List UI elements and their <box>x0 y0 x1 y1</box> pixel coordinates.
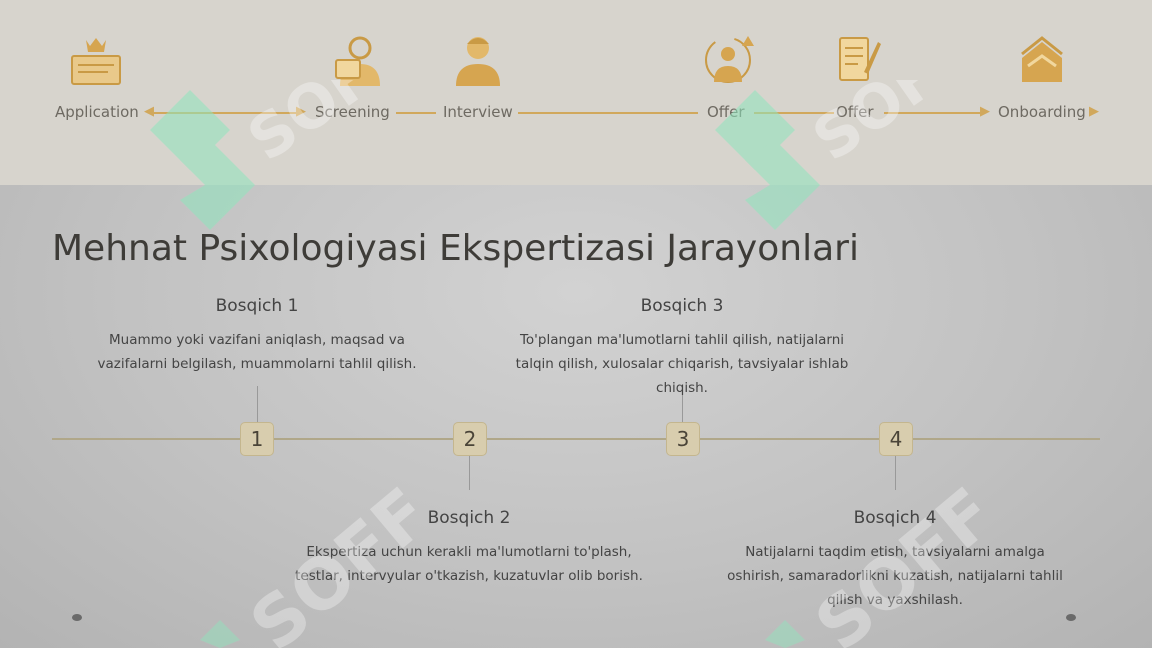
step-1-desc-line: vazifalarni belgilash, muammolarni tahli… <box>97 356 417 372</box>
step-4-desc-line: Natijalarni taqdim etish, tavsiyalarni a… <box>745 544 1045 560</box>
banner-label-application: Application <box>55 103 139 121</box>
step-2-desc-line: testlar, intervyular o'tkazish, kuzatuvl… <box>295 568 643 584</box>
arrow-right-icon: ▶ <box>296 104 306 119</box>
arrow-right-icon: ▶ <box>1089 104 1099 119</box>
step-4-desc-line: oshirish, samaradorlikni kuzatish, natij… <box>727 568 1063 584</box>
screening-person-icon <box>335 36 380 86</box>
step-1-node: 1 <box>240 422 274 456</box>
arrow-left-icon: ◀ <box>144 104 154 119</box>
banner-label-interview: Interview <box>443 103 513 121</box>
step-2-desc-line: Ekspertiza uchun kerakli ma'lumotlarni t… <box>306 544 632 560</box>
step-1-title: Bosqich 1 <box>215 296 299 316</box>
process-banner: ◀ ▶ ▶ ▶ Application Screening Interview … <box>0 0 1152 185</box>
step-3-desc-line: talqin qilish, xulosalar chiqarish, tavs… <box>515 356 849 372</box>
banner-connector <box>150 112 300 114</box>
offer-document-icon <box>839 37 881 81</box>
banner-connector <box>518 112 698 114</box>
step-4-connector <box>895 456 896 490</box>
step-1-connector <box>257 386 258 422</box>
arrow-right-icon: ▶ <box>980 104 990 119</box>
banner-connector <box>884 112 984 114</box>
step-1-desc-line: Muammo yoki vazifani aniqlash, maqsad va <box>109 332 405 348</box>
banner-connector <box>754 112 834 114</box>
banner-label-offer: Offer <box>707 103 745 121</box>
timeline-axis <box>52 438 1100 440</box>
step-3-node: 3 <box>666 422 700 456</box>
step-2-connector <box>469 456 470 490</box>
step-4-node: 4 <box>879 422 913 456</box>
step-1-description: Muammo yoki vazifani aniqlash, maqsad va… <box>57 328 457 376</box>
step-4-desc-line: qilish va yaxshilash. <box>827 592 963 608</box>
step-3-connector <box>682 394 683 422</box>
banner-connector <box>396 112 436 114</box>
banner-label-offer: Offer <box>836 103 874 121</box>
step-3-title: Bosqich 3 <box>640 296 724 316</box>
page-title: Mehnat Psixologiyasi Ekspertizasi Jarayo… <box>52 228 859 269</box>
interview-person-icon <box>456 37 500 86</box>
step-4-title: Bosqich 4 <box>853 508 937 528</box>
banner-label-screening: Screening <box>315 103 390 121</box>
step-4-description: Natijalarni taqdim etish, tavsiyalarni a… <box>695 540 1095 612</box>
application-form-icon <box>71 38 121 85</box>
offer-person-icon <box>705 36 754 83</box>
step-3-desc-line: To'plangan ma'lumotlarni tahlil qilish, … <box>519 332 845 348</box>
step-2-node: 2 <box>453 422 487 456</box>
step-3-description: To'plangan ma'lumotlarni tahlil qilish, … <box>482 328 882 400</box>
onboarding-house-icon <box>1021 36 1063 82</box>
banner-label-onboarding: Onboarding <box>998 103 1086 121</box>
decor-dot-right <box>1066 614 1076 621</box>
step-2-title: Bosqich 2 <box>427 508 511 528</box>
step-3-desc-line: chiqish. <box>656 380 708 396</box>
step-2-description: Ekspertiza uchun kerakli ma'lumotlarni t… <box>269 540 669 588</box>
decor-dot-left <box>72 614 82 621</box>
